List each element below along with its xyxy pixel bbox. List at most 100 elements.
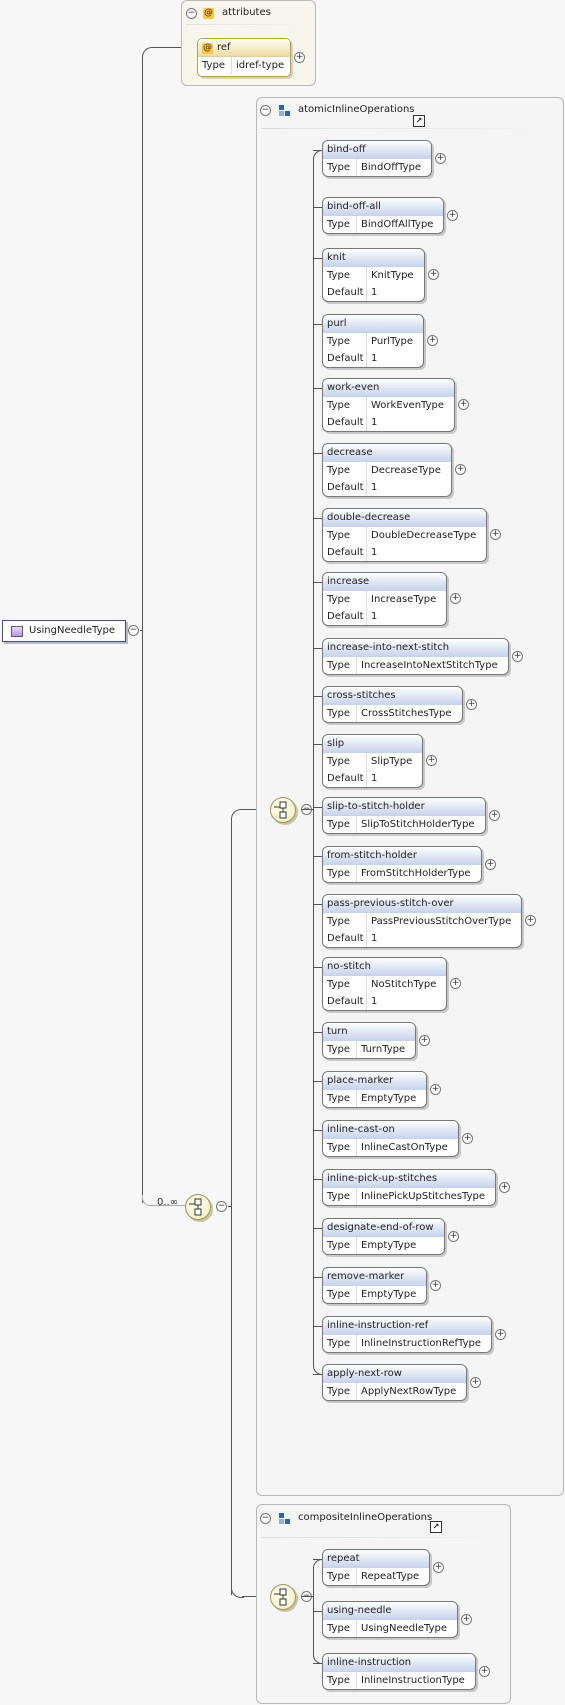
element-expand-toggle[interactable]: + [427,335,438,346]
element-name: double-decrease [323,509,486,527]
root-collapse-toggle[interactable]: − [128,625,139,636]
composite-choice-compositor-icon[interactable] [270,1584,296,1610]
element-expand-toggle[interactable]: + [489,810,500,821]
connector-line-optional [142,1195,153,1206]
property-value: InlineCastOnType [361,1142,448,1153]
element-expand-toggle[interactable]: + [466,699,477,710]
connector-line [313,160,314,1364]
element-expand-toggle[interactable]: + [461,1614,472,1625]
element-name: turn [323,1023,415,1041]
choice-collapse-toggle[interactable]: − [216,1201,227,1212]
element-expand-toggle[interactable]: + [428,269,439,280]
element-name: from-stitch-holder [323,847,481,865]
element-expand-toggle[interactable]: + [525,915,536,926]
group-icon [279,105,291,116]
attribute-ref-type-key: Type [202,60,225,71]
element-expand-toggle[interactable]: + [430,1280,441,1291]
atomic-choice-compositor-icon[interactable] [270,797,296,823]
element-expand-toggle[interactable]: + [485,859,496,870]
connector-line [313,1032,322,1033]
property-value: PassPreviousStitchOverType [371,916,512,927]
element-expand-toggle[interactable]: + [447,210,458,221]
element-name: repeat [323,1550,429,1568]
attribute-ref-expand-toggle[interactable]: + [294,52,305,63]
attribute-ref-type-value: idref-type [236,60,285,71]
element-expand-toggle[interactable]: + [430,1084,441,1095]
element-expand-toggle[interactable]: + [470,1377,481,1388]
element-expand-toggle[interactable]: + [512,651,523,662]
attributes-title-divider [186,24,306,25]
element-expand-toggle[interactable]: + [458,399,469,410]
property-key: Default [327,933,364,944]
property-value: SlipToStitchHolderType [361,819,475,830]
element-expand-toggle[interactable]: + [450,593,461,604]
element-expand-toggle[interactable]: + [433,1562,444,1573]
atomic-collapse-toggle[interactable]: − [260,105,271,116]
element-expand-toggle[interactable]: + [495,1329,506,1340]
property-divider [356,216,357,233]
element-expand-toggle[interactable]: + [435,153,446,164]
property-divider [356,1237,357,1254]
property-value: KnitType [371,270,414,281]
open-reference-icon[interactable]: ↗ [413,115,425,127]
open-reference-icon[interactable]: ↗ [430,1521,442,1533]
property-value: UsingNeedleType [361,1623,448,1634]
element-expand-toggle[interactable]: + [499,1182,510,1193]
connector-line [231,820,232,1595]
property-value: EmptyType [361,1093,417,1104]
element-expand-toggle[interactable]: + [426,755,437,766]
element-expand-toggle[interactable]: + [448,1231,459,1242]
property-value: 1 [371,933,378,944]
root-element-using-needle-type[interactable]: UsingNeedleType [2,620,126,642]
element-expand-toggle[interactable]: + [490,529,501,540]
property-key: Type [327,530,350,541]
composite-collapse-toggle[interactable]: − [260,1513,271,1524]
property-value: NoStitchType [371,979,437,990]
property-key: Type [327,916,350,927]
element-name: slip [323,735,422,753]
element-expand-toggle[interactable]: + [419,1035,430,1046]
connector-line [301,1596,313,1597]
property-value: IncreaseIntoNextStitchType [361,660,498,671]
element-expand-toggle[interactable]: + [455,464,466,475]
element-expand-toggle[interactable]: + [462,1133,473,1144]
attributes-collapse-toggle[interactable]: − [186,8,197,19]
element-expand-toggle[interactable]: + [479,1666,490,1677]
property-divider [366,397,367,414]
choice-compositor-icon[interactable] [185,1194,211,1220]
attribute-ref[interactable]: @ref Type idref-type [197,38,291,77]
element-expand-toggle[interactable]: + [450,978,461,989]
